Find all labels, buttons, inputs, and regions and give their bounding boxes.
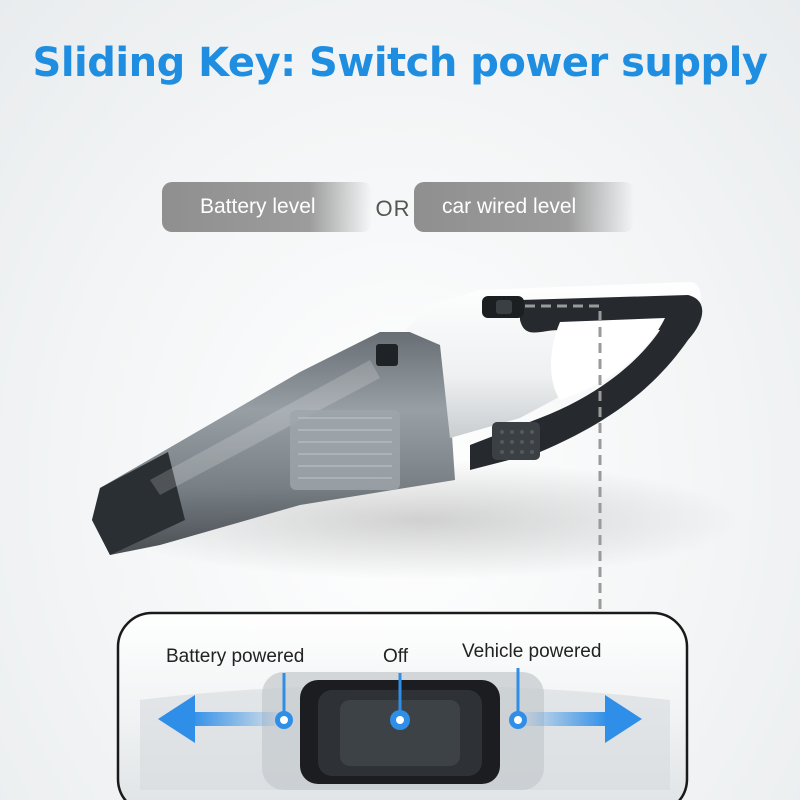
vehicle-powered-label: Vehicle powered bbox=[462, 641, 602, 662]
battery-powered-label: Battery powered bbox=[166, 646, 305, 667]
headline: Sliding Key: Switch power supply bbox=[32, 40, 768, 86]
battery-level-pill: Battery level bbox=[162, 182, 372, 232]
or-separator: OR bbox=[375, 196, 411, 221]
off-label: Off bbox=[383, 646, 408, 667]
car-wired-level-pill: car wired level bbox=[414, 182, 634, 232]
